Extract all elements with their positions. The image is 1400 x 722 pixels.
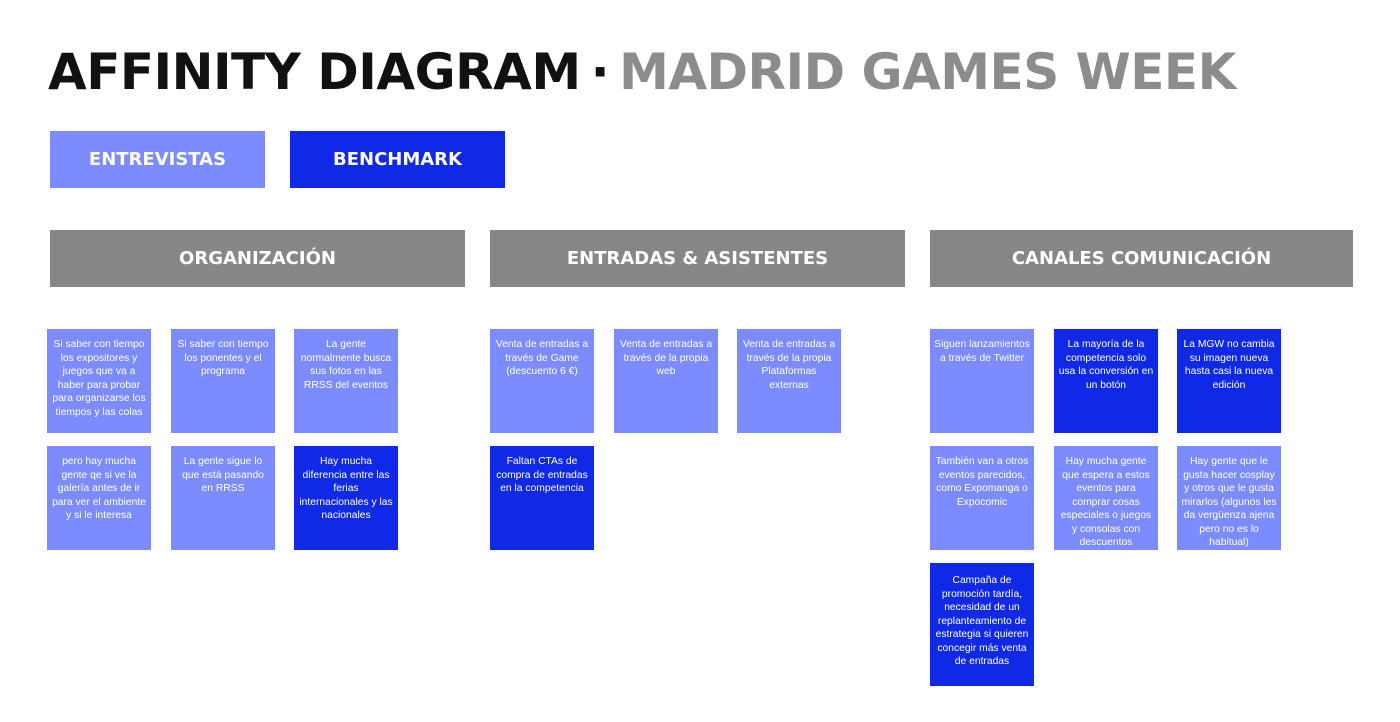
sticky-note: Venta de entradas a través de la propia … [737,329,841,433]
title-separator: · [590,43,610,101]
sticky-note: La gente normalmente busca sus fotos en … [294,329,398,433]
sticky-note: Faltan CTAs de compra de entradas en la … [490,446,594,550]
page-title: AFFINITY DIAGRAM·MADRID GAMES WEEK [48,40,1236,104]
sticky-note: Hay mucha gente que espera a estos event… [1054,446,1158,550]
sticky-note: La gente sigue lo que está pasando en RR… [171,446,275,550]
category-header-canales-comunicacion: CANALES COMUNICACIÓN [930,230,1353,287]
sticky-note: Venta de entradas a través de la propia … [614,329,718,433]
sticky-note: La mayoría de la competencia solo usa la… [1054,329,1158,433]
sticky-note: Campaña de promoción tardía, necesidad d… [930,563,1034,686]
sticky-note: Hay gente que le gusta hacer cosplay y o… [1177,446,1281,550]
category-header-entradas-asistentes: ENTRADAS & ASISTENTES [490,230,905,287]
sticky-note: Venta de entradas a través de Game (desc… [490,329,594,433]
sticky-note: pero hay mucha gente qe si ve la galería… [47,446,151,550]
legend-entrevistas: ENTREVISTAS [50,131,265,188]
category-header-organizacion: ORGANIZACIÓN [50,230,465,287]
sticky-note: Hay mucha diferencia entre las ferias in… [294,446,398,550]
sticky-note: La MGW no cambia su imagen nueva hasta c… [1177,329,1281,433]
sticky-note: Siguen lanzamientos a través de Twitter [930,329,1034,433]
sticky-note: Si saber con tiempo los ponentes y el pr… [171,329,275,433]
legend-benchmark: BENCHMARK [290,131,505,188]
title-subtitle: MADRID GAMES WEEK [619,43,1236,101]
sticky-note: Si saber con tiempo los expositores y ju… [47,329,151,433]
sticky-note: También van a otros eventos parecidos, c… [930,446,1034,550]
title-main: AFFINITY DIAGRAM [48,43,581,101]
